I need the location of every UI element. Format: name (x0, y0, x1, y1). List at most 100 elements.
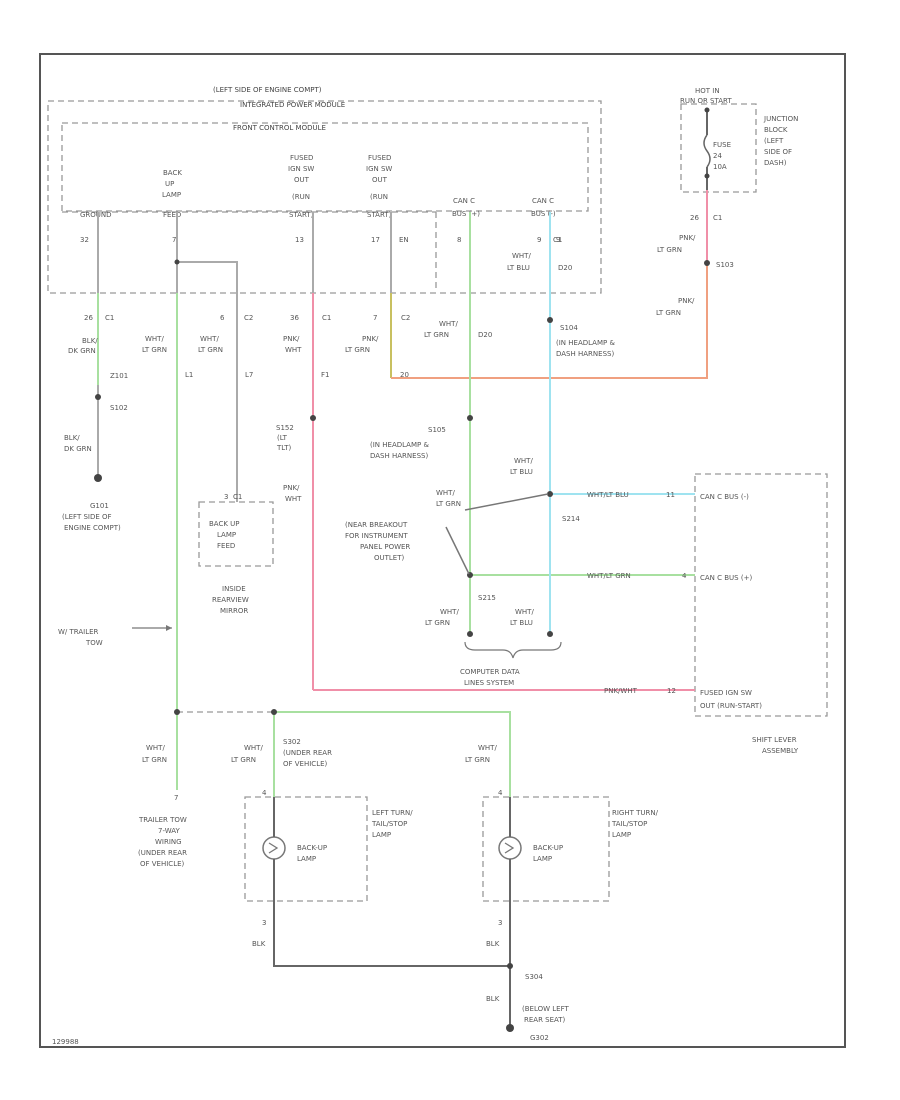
backup-feed-splice (174, 259, 180, 265)
wire-label-blk-dkgrn-3: BLK/ (64, 434, 80, 442)
g101-label-3: ENGINE COMPT) (64, 524, 121, 532)
wire-label-whtltblu-horizontal: WHT/LT BLU (587, 491, 629, 499)
wire-label-s215: S215 (478, 594, 496, 602)
s304-label: S304 (525, 973, 543, 981)
fcm-pin-fused1-label-1: FUSED (290, 154, 313, 162)
right-backup-lamp-label-2: LAMP (533, 855, 552, 863)
label-gear-breakout-1: (NEAR BREAKOUT (345, 521, 408, 529)
wire-label-wht-ltgrn-tt-2: LT GRN (142, 756, 167, 764)
left-backup-lamp-label-1: BACK-UP (297, 844, 327, 852)
label-hl-dash-2: DASH HARNESS) (556, 350, 614, 358)
g302-label-1: (BELOW LEFT (522, 1005, 569, 1013)
backup-feed-label-3: FEED (217, 542, 235, 550)
left-backup-lamp-label-2: LAMP (297, 855, 316, 863)
engine-compartment-label: (LEFT SIDE OF ENGINE COMPT) (213, 86, 322, 94)
trailer-tow-label-2: 7-WAY (158, 827, 180, 835)
wire-label-wht-ltgrn-ll-1: WHT/ (244, 744, 263, 752)
splice-rear-left (174, 709, 180, 715)
wire-label-wht-ltgrn-e-2: LT GRN (425, 619, 450, 627)
fuse-label-3: 10A (713, 163, 727, 171)
junction-block-box (680, 103, 757, 193)
right-tail-lamp-box (482, 796, 610, 902)
wire-label-whtltgrn-horizontal: WHT/LT GRN (587, 572, 631, 580)
trailer-tow-option-1: W/ TRAILER (58, 628, 99, 636)
wire-label-pnk-ltgrn-2: LT GRN (345, 346, 370, 354)
splice-s102 (95, 394, 101, 400)
wire-label-blk-dkgrn-2: DK GRN (68, 347, 96, 355)
wire-label-wht-ltgrn-l1-1: WHT/ (145, 335, 164, 343)
right-lamp-blk-label: BLK (486, 940, 500, 948)
shift-fused-ign-label-1: FUSED IGN SW (700, 689, 752, 697)
ipm-pin-7: 7 (373, 314, 377, 322)
s302-label-2: (UNDER REAR (283, 749, 332, 757)
shift-can-pos-label: CAN C BUS (+) (700, 574, 752, 582)
wire-label-wht-ltgrn-can-1: WHT/ (439, 320, 458, 328)
wire-label-wht-ltgrn-l7-1: WHT/ (200, 335, 219, 343)
wire-label-s102: S102 (110, 404, 128, 412)
wire-label-pnk-ltgrn-jb-2: LT GRN (657, 246, 682, 254)
jb-feed-wire-red (391, 263, 708, 379)
fcm-pin-backup-label-1: BACK (163, 169, 182, 177)
junction-block-label-1: JUNCTION (763, 115, 798, 123)
shift-lever-label-2: ASSEMBLY (762, 747, 799, 755)
wire-label-wht-ltgrn-can-2: LT GRN (424, 331, 449, 339)
left-backup-bulb-filament (268, 842, 279, 854)
wire-label-wht-ltblu-e-2: LT BLU (510, 619, 533, 627)
right-lamp-label-3: LAMP (612, 831, 631, 839)
fcm-pin-backup-label-3: LAMP (162, 191, 181, 199)
wire-label-wht-ltblu-can-1: WHT/ (512, 252, 531, 260)
wire-label-l7: L7 (245, 371, 253, 379)
g302-ground-point (506, 1024, 514, 1032)
g302-label-2: REAR SEAT) (524, 1016, 566, 1024)
splice-s214 (547, 491, 553, 497)
wire-label-wht-ltgrn-d-1: WHT/ (436, 489, 455, 497)
gear-breakout-pointer-1 (464, 493, 549, 511)
g101-label-1: G101 (90, 502, 109, 510)
left-lamp-label-3: LAMP (372, 831, 391, 839)
fcm-pin-canc-neg-label-1: CAN C (532, 197, 554, 205)
splice-s105 (467, 415, 473, 421)
backup-feed-bridge (177, 261, 238, 293)
wire-label-wht-ltgrn-l1-2: LT GRN (142, 346, 167, 354)
backup-feed-label-2: LAMP (217, 531, 236, 539)
fcm-pin-fused1-label-4: (RUN (292, 193, 310, 201)
label-hl-dash-4: DASH HARNESS) (370, 452, 428, 460)
shift-pin-11: 11 (666, 491, 675, 499)
integrated-power-module-box (47, 100, 602, 294)
mirror-label-2: REARVIEW (212, 596, 249, 604)
wire-label-z101: Z101 (110, 372, 128, 380)
mirror-connector-pin: 3 (224, 493, 228, 501)
left-lamp-ground-wire (273, 901, 510, 967)
can-c-pos-cdl-end (467, 631, 473, 637)
cdl-label-2: LINES SYSTEM (464, 679, 514, 687)
fuse-symbol (703, 134, 711, 168)
hot-in-label-1: HOT IN (695, 87, 720, 95)
label-gear-breakout-4: OUTLET) (374, 554, 405, 562)
diagram-frame (39, 53, 846, 1048)
wire-label-wht-ltblu-b-2: LT BLU (510, 468, 533, 476)
junction-block-label-2: BLOCK (764, 126, 788, 134)
fcm-pin-number-8: 8 (457, 236, 461, 244)
cdl-label-1: COMPUTER DATA (460, 668, 520, 676)
fcm-pin-fused1-label-5: START) (289, 211, 314, 219)
wire-label-wht-ltgrn-e-1: WHT/ (440, 608, 459, 616)
right-lamp-label-1: RIGHT TURN/ (612, 809, 659, 817)
shift-lever-assembly-box (694, 473, 828, 717)
left-lamp-ground-pin: 3 (262, 919, 266, 927)
wire-label-d84: D20 (558, 264, 572, 272)
splice-s103 (704, 260, 710, 266)
backup-feed-label-1: BACK UP (209, 520, 240, 528)
fcm-pin-fused2-label-5: START) (367, 211, 392, 219)
junction-block-label-4: SIDE OF (764, 148, 792, 156)
right-lamp-pin: 4 (498, 789, 503, 797)
wire-label-s105: S105 (428, 426, 446, 434)
gear-breakout-pointer-2 (445, 526, 470, 575)
wire-label-pnk-wht-2: WHT (285, 346, 302, 354)
wire-label-wht-ltgrn-tt-1: WHT/ (146, 744, 165, 752)
splice-s104 (547, 317, 553, 323)
shift-pin-12: 12 (667, 687, 676, 695)
wire-label-d20: D20 (478, 331, 492, 339)
fcm-pin-number-7: 7 (172, 236, 176, 244)
wire-label-pnk-wht-1: PNK/ (283, 335, 300, 343)
trailer-tow-label-5: OF VEHICLE) (140, 860, 185, 868)
